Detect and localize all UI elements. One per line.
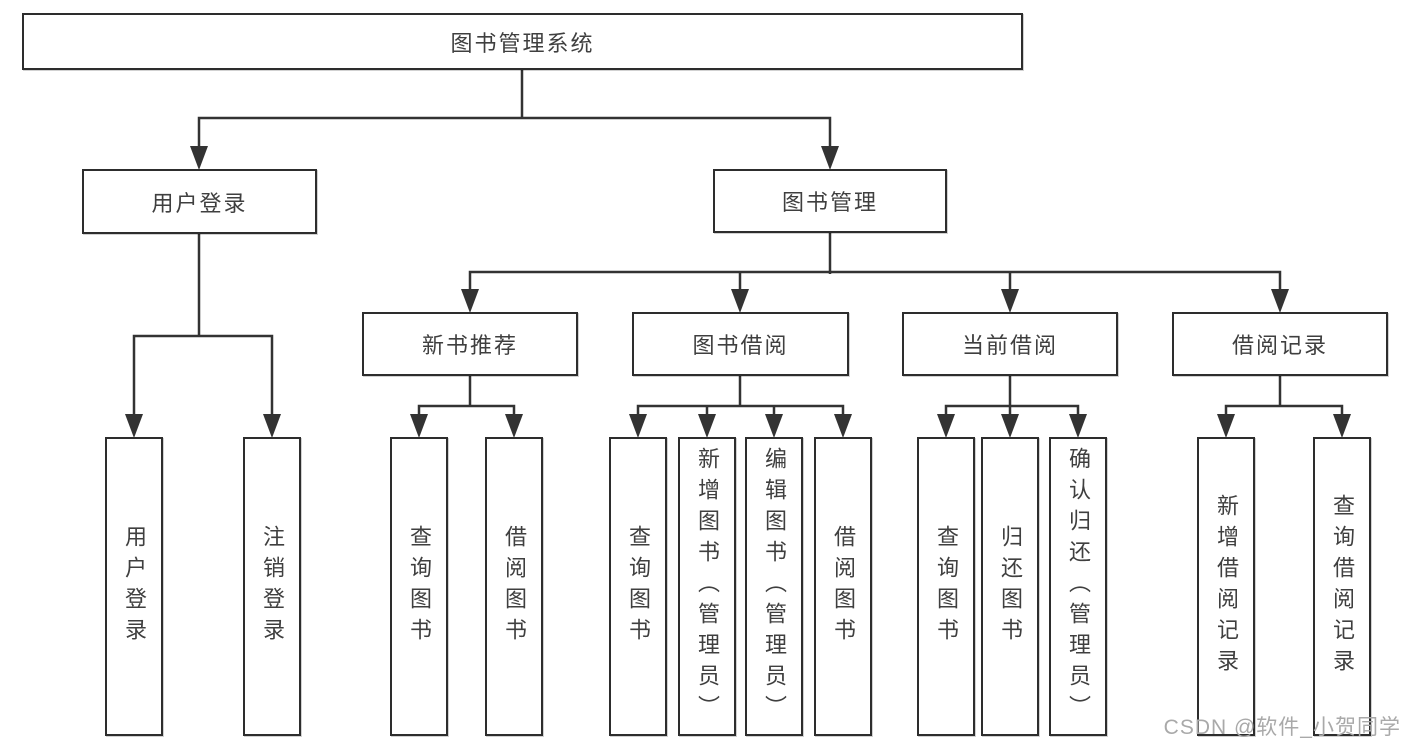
connector-book-borrowing-group (629, 376, 852, 438)
leaf-borrow-books-2: 借阅图书 (814, 437, 872, 736)
node-root-system: 图书管理系统 (22, 13, 1023, 70)
leaf-borrow-books-1-label: 借阅图书 (502, 524, 527, 649)
node-new-book-recommend: 新书推荐 (362, 312, 578, 376)
node-user-login-label: 用户登录 (151, 190, 248, 216)
node-current-borrow: 当前借阅 (902, 312, 1118, 376)
node-new-book-recommend-label: 新书推荐 (421, 333, 518, 358)
node-book-management-label: 图书管理 (781, 190, 878, 215)
leaf-user-login-label: 用户登录 (122, 524, 147, 649)
node-book-management: 图书管理 (713, 169, 947, 233)
leaf-confirm-return-admin: 确认归还（管理员） (1049, 437, 1107, 736)
leaf-return-books-label: 归还图书 (998, 524, 1023, 649)
connector-current-borrow-group (937, 376, 1087, 438)
leaf-add-books-admin-label: 新增图书（管理员） (695, 447, 720, 726)
connector-borrow-records-group (1217, 376, 1351, 438)
node-current-borrow-label: 当前借阅 (961, 333, 1058, 358)
leaf-query-books-2: 查询图书 (609, 437, 667, 736)
leaf-add-borrow-record: 新增借阅记录 (1197, 437, 1255, 736)
connector-level2-branch (461, 233, 1289, 313)
leaf-add-books-admin: 新增图书（管理员） (678, 437, 736, 736)
leaf-query-books-3: 查询图书 (917, 437, 975, 736)
node-borrow-records-label: 借阅记录 (1231, 333, 1328, 358)
connector-user-login-group (125, 234, 281, 438)
node-user-login: 用户登录 (82, 169, 317, 234)
node-book-borrowing: 图书借阅 (632, 312, 849, 376)
leaf-query-borrow-record: 查询借阅记录 (1313, 437, 1371, 736)
leaf-edit-books-admin-label: 编辑图书（管理员） (762, 447, 787, 726)
leaf-add-borrow-record-label: 新增借阅记录 (1214, 493, 1239, 680)
leaf-user-login: 用户登录 (105, 437, 163, 736)
node-book-borrowing-label: 图书借阅 (692, 333, 789, 358)
connector-level1-branch (190, 116, 839, 170)
leaf-borrow-books-2-label: 借阅图书 (831, 524, 856, 649)
connector-new-books-group (410, 376, 523, 438)
leaf-logout-label: 注销登录 (260, 524, 285, 649)
node-borrow-records: 借阅记录 (1172, 312, 1388, 376)
leaf-query-books-3-label: 查询图书 (934, 524, 959, 649)
csdn-watermark: CSDN @软件_小贺同学 (1163, 716, 1401, 739)
leaf-logout: 注销登录 (243, 437, 301, 736)
leaf-confirm-return-admin-label: 确认归还（管理员） (1066, 447, 1091, 726)
leaf-query-books-2-label: 查询图书 (626, 524, 651, 649)
leaf-query-books-1: 查询图书 (390, 437, 448, 736)
node-root-label: 图书管理系统 (450, 30, 595, 56)
leaf-edit-books-admin: 编辑图书（管理员） (745, 437, 803, 736)
leaf-query-books-1-label: 查询图书 (407, 524, 432, 649)
leaf-borrow-books-1: 借阅图书 (485, 437, 543, 736)
leaf-return-books: 归还图书 (981, 437, 1039, 736)
leaf-query-borrow-record-label: 查询借阅记录 (1330, 493, 1355, 680)
